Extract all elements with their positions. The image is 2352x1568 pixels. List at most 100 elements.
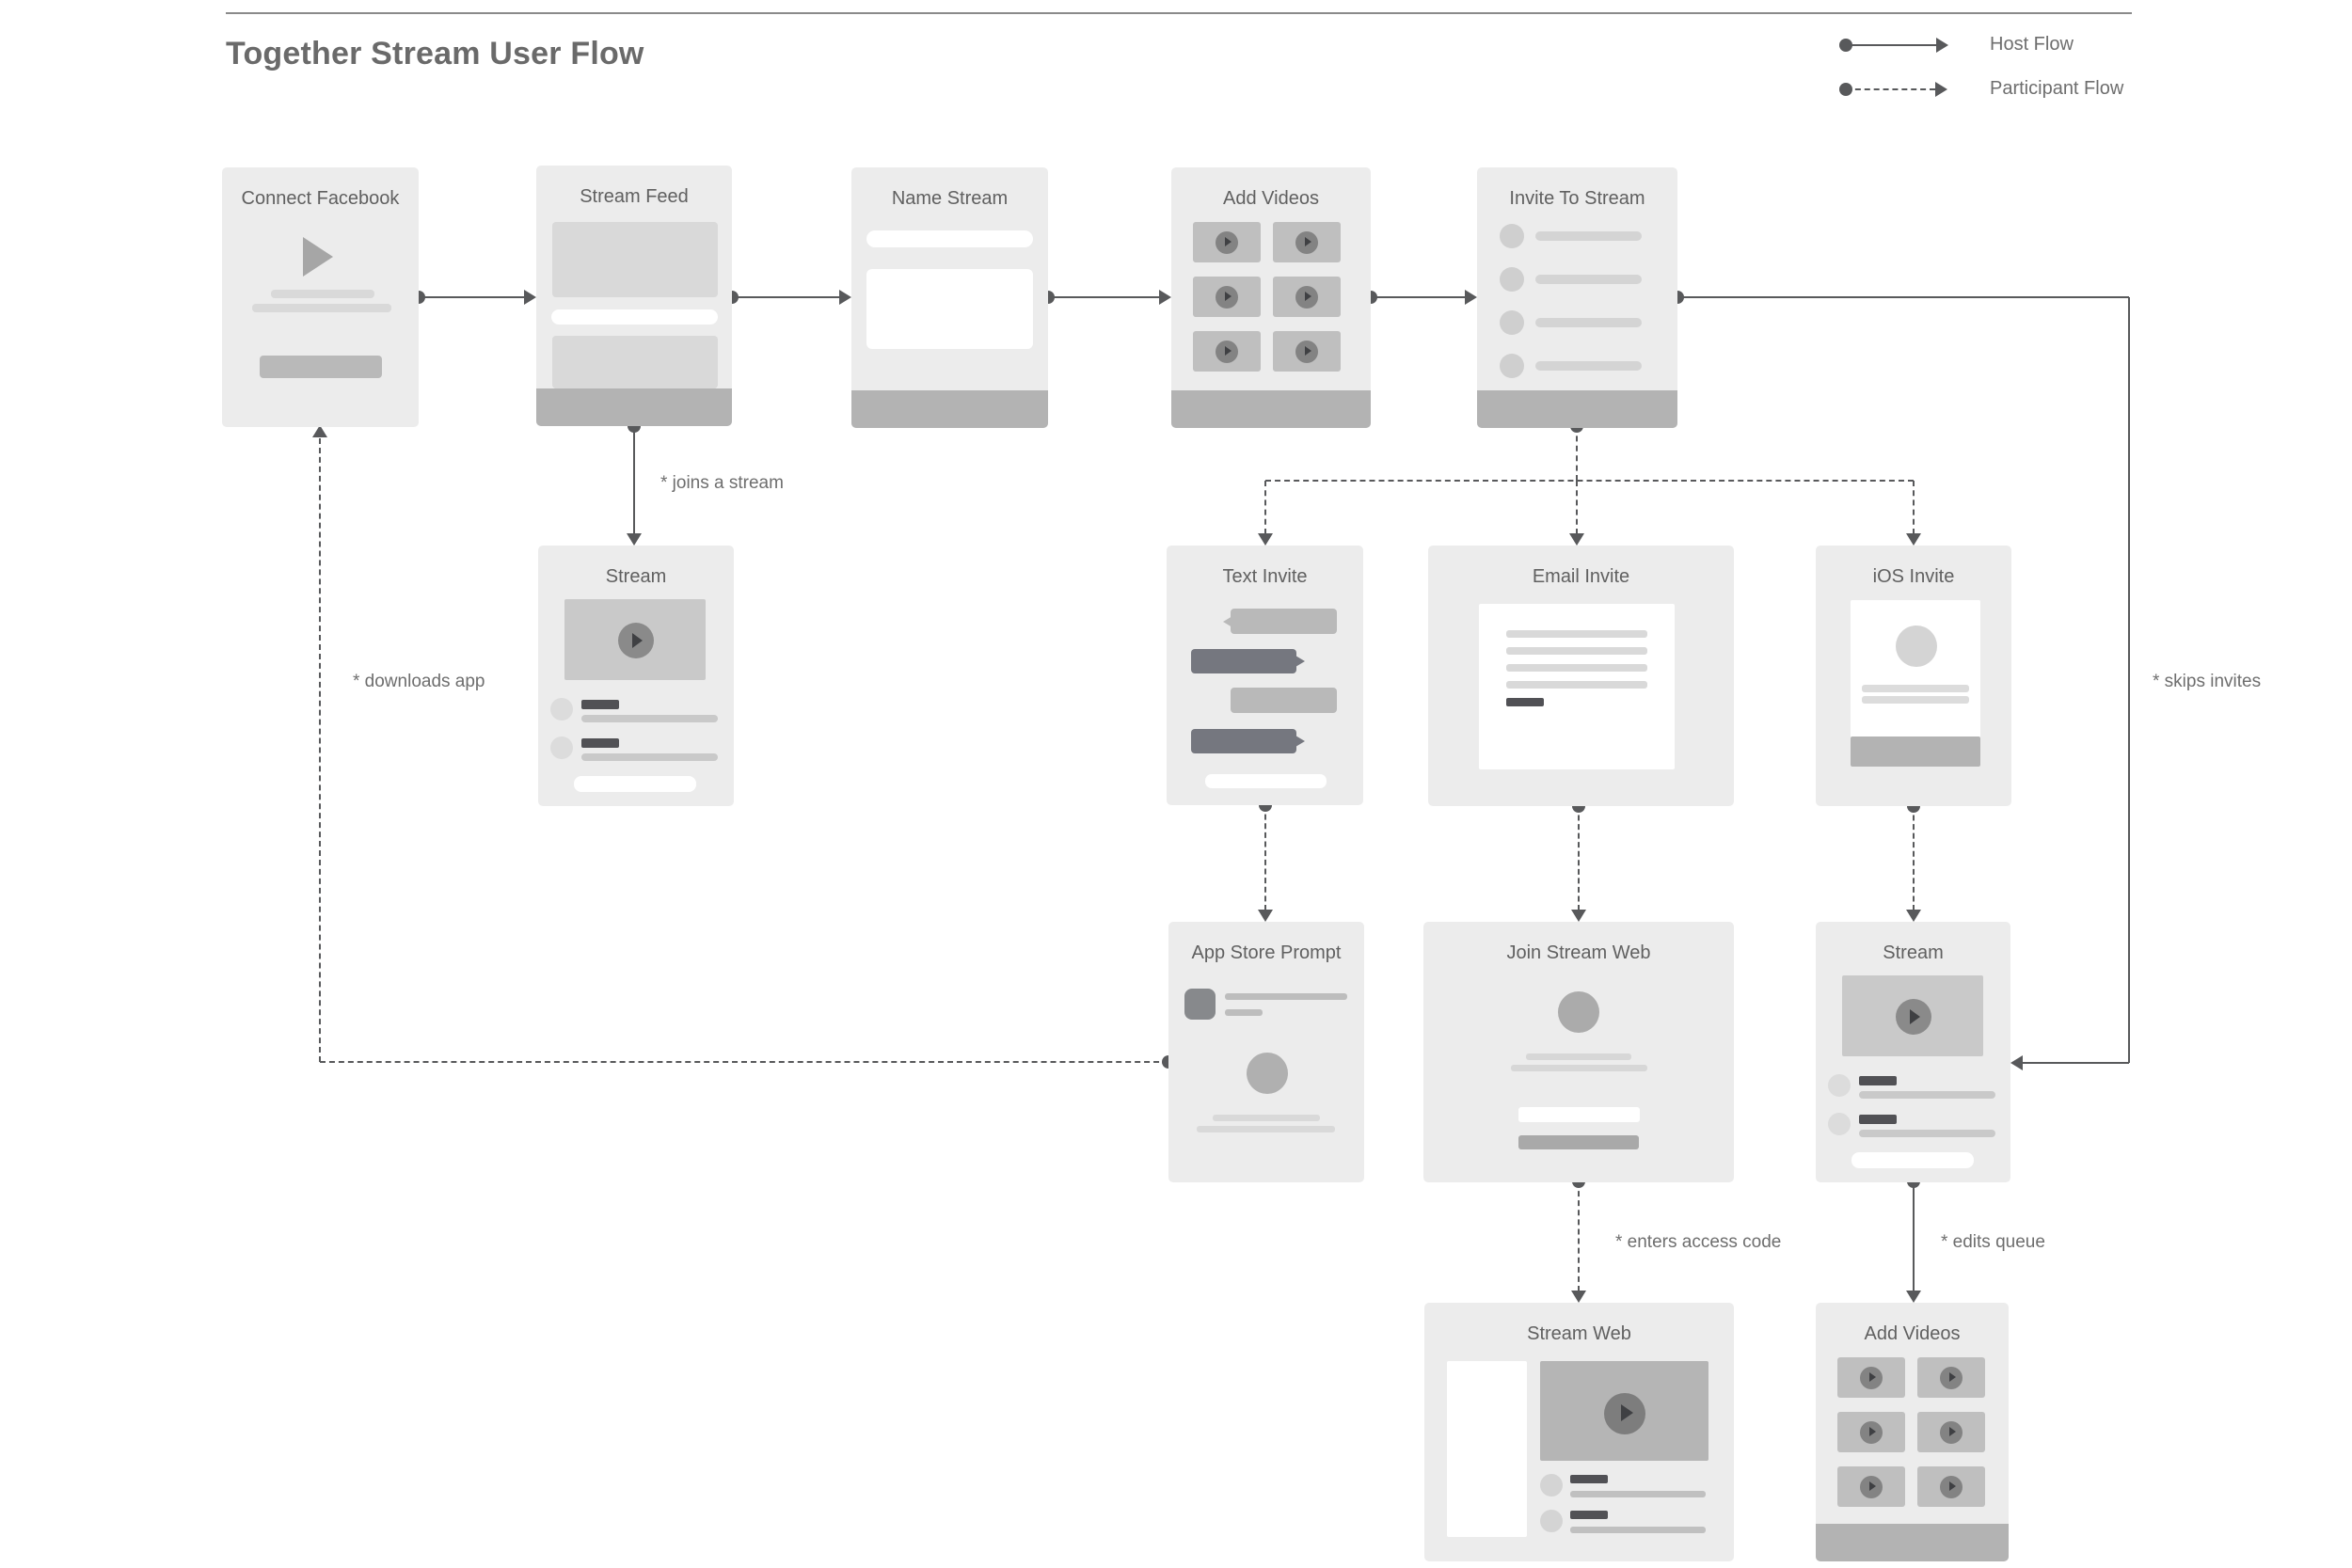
username-bar	[581, 738, 619, 748]
message-bubble-outgoing	[1191, 649, 1296, 673]
arrowhead-icon	[839, 290, 851, 305]
video-thumbnail	[1837, 1466, 1905, 1507]
node-stream-feed: Stream Feed	[536, 166, 732, 426]
comment-line	[581, 715, 718, 722]
edge-segment	[319, 438, 321, 1062]
contact-line	[1862, 696, 1969, 704]
play-triangle-icon	[1868, 1481, 1876, 1492]
node-title: Add Videos	[1223, 188, 1319, 209]
app-subtitle-bar	[1225, 1009, 1263, 1016]
edge-segment	[1048, 296, 1160, 298]
comment-avatar	[1540, 1474, 1563, 1497]
node-title: App Store Prompt	[1191, 942, 1342, 963]
host-flow-line	[1846, 44, 1936, 46]
contact-name-line	[1535, 275, 1642, 284]
arrowhead-icon	[1159, 290, 1171, 305]
email-link-chip	[1506, 698, 1544, 706]
node-add-videos-top: Add Videos	[1171, 167, 1371, 428]
description-line	[1197, 1126, 1335, 1132]
email-text-line	[1506, 664, 1647, 672]
video-thumbnail	[1837, 1357, 1905, 1398]
profile-circle	[1558, 991, 1599, 1033]
comment-line	[1570, 1491, 1706, 1497]
arrowhead-icon	[2010, 1055, 2023, 1070]
arrowhead-icon	[1906, 1291, 1921, 1303]
node-title: iOS Invite	[1872, 566, 1955, 587]
comment-avatar	[550, 736, 573, 759]
edge-segment	[2128, 297, 2130, 1063]
node-invite-to-stream: Invite To Stream	[1477, 167, 1677, 428]
node-title: Add Videos	[1864, 1323, 1961, 1344]
arrowhead-icon	[627, 533, 642, 546]
bubble-tail-icon	[1223, 616, 1232, 627]
participant-flow-line	[1846, 88, 1935, 90]
participant-flow-arrow-icon	[1935, 82, 1947, 97]
edge-segment	[1576, 481, 1578, 534]
edge-segment	[1913, 1181, 1915, 1291]
contact-name-line	[1535, 318, 1642, 327]
contact-avatar	[1896, 626, 1937, 667]
contact-avatar	[1500, 224, 1524, 248]
comment-line	[1859, 1091, 1995, 1099]
play-triangle-icon	[1620, 1404, 1633, 1422]
play-triangle-icon	[1304, 292, 1311, 302]
annotation-skips-invites: * skips invites	[2153, 672, 2262, 691]
edge-segment	[1913, 481, 1915, 534]
edge-segment	[1677, 296, 2129, 298]
play-triangle-icon	[1868, 1427, 1876, 1437]
username-bar	[581, 700, 619, 709]
annotation-edits-queue: * edits queue	[1941, 1232, 2045, 1252]
name-input	[866, 230, 1033, 247]
access-code-input	[1518, 1107, 1640, 1122]
message-bubble-incoming	[1231, 688, 1337, 713]
chat-input	[1851, 1152, 1974, 1168]
node-stream-ios: Stream	[1816, 922, 2010, 1182]
node-name-stream: Name Stream	[851, 167, 1048, 428]
play-triangle-icon	[1224, 292, 1232, 302]
bubble-tail-icon	[1295, 736, 1305, 747]
edge-segment	[732, 296, 840, 298]
play-triangle-icon	[1868, 1372, 1876, 1383]
node-footer-band	[1477, 390, 1677, 428]
bubble-tail-icon	[1295, 656, 1305, 667]
edge-segment	[1913, 806, 1915, 911]
node-title: Name Stream	[891, 188, 1009, 209]
arrowhead-icon	[1571, 910, 1586, 922]
video-thumbnail	[1193, 222, 1261, 262]
legend-label-host: Host Flow	[1990, 34, 2074, 55]
arrowhead-icon	[1569, 533, 1584, 546]
node-email-invite: Email Invite	[1428, 546, 1734, 806]
comment-line	[1570, 1527, 1706, 1533]
node-app-store-prompt: App Store Prompt	[1168, 922, 1364, 1182]
app-title-bar	[1225, 993, 1347, 1000]
video-player	[1540, 1361, 1708, 1461]
play-triangle-icon	[1910, 1008, 1921, 1024]
edge-segment	[419, 296, 525, 298]
arrowhead-icon	[1906, 910, 1921, 922]
node-footer-band	[851, 390, 1048, 428]
app-icon	[1184, 989, 1216, 1020]
node-title: Stream	[1883, 942, 1944, 963]
node-title: Join Stream Web	[1506, 942, 1651, 963]
search-input	[551, 309, 718, 325]
annotation-enters-access-code: * enters access code	[1615, 1232, 1782, 1252]
node-stream-web: Stream Web	[1424, 1303, 1734, 1561]
arrowhead-icon	[1906, 533, 1921, 546]
video-thumbnail	[1917, 1412, 1985, 1452]
play-triangle-icon	[1304, 346, 1311, 356]
edge-segment	[1264, 481, 1266, 534]
email-text-line	[1506, 630, 1647, 638]
message-bubble-outgoing	[1191, 729, 1296, 753]
node-title: Stream	[605, 566, 667, 587]
video-player	[564, 599, 706, 680]
video-thumbnail	[1193, 331, 1261, 372]
arrowhead-icon	[312, 425, 327, 437]
text-line	[252, 304, 391, 312]
node-add-videos-bottom: Add Videos	[1816, 1303, 2009, 1561]
card-action-band	[1851, 736, 1980, 767]
annotation-downloads-app: * downloads app	[353, 672, 485, 691]
contact-avatar	[1500, 267, 1524, 292]
arrowhead-icon	[1258, 533, 1273, 546]
contact-line	[1862, 685, 1969, 692]
